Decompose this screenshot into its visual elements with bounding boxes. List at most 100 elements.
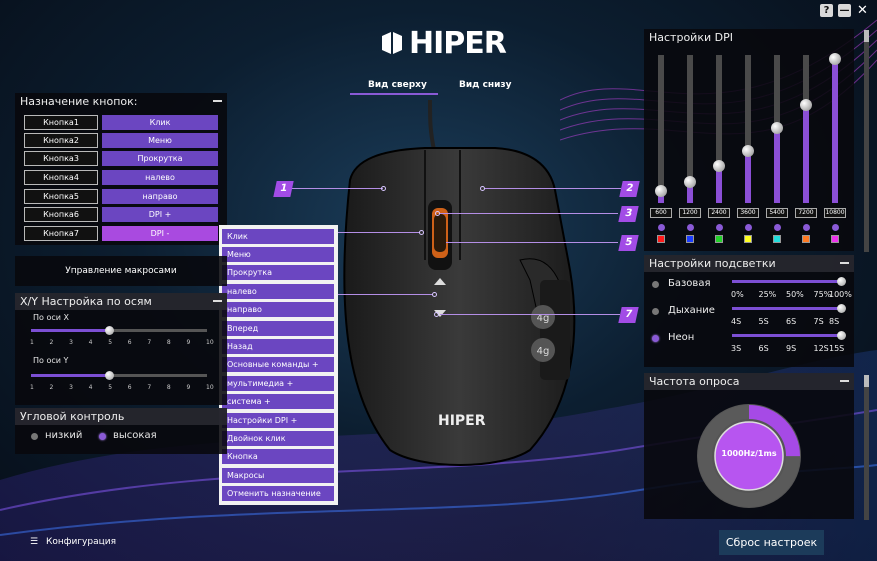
- dpi-color-swatch[interactable]: [773, 235, 781, 243]
- close-button[interactable]: ✕: [857, 3, 868, 18]
- backlight-slider[interactable]: [732, 277, 846, 287]
- tab-top-view[interactable]: Вид сверху: [368, 80, 427, 90]
- configuration-button[interactable]: ☰Конфигурация: [30, 537, 116, 547]
- slider-knob[interactable]: [837, 304, 846, 313]
- minimize-button[interactable]: —: [838, 4, 851, 17]
- polling-scrollbar[interactable]: [864, 375, 869, 520]
- menu-item[interactable]: Клик: [222, 229, 334, 244]
- dpi-select-radio[interactable]: [657, 224, 665, 231]
- dpi-slider[interactable]: [684, 55, 696, 203]
- menu-item[interactable]: Макросы: [222, 468, 334, 483]
- dpi-select-radio[interactable]: [773, 224, 781, 231]
- dpi-color-swatch[interactable]: [686, 235, 694, 243]
- dpi-slider[interactable]: [800, 55, 812, 203]
- dpi-slider-knob[interactable]: [713, 160, 725, 172]
- dpi-slider[interactable]: [713, 55, 725, 203]
- dpi-slider[interactable]: [771, 55, 783, 203]
- dpi-color-swatch[interactable]: [715, 235, 723, 243]
- dpi-color-swatch[interactable]: [831, 235, 839, 243]
- xy-settings-header: X/Y Настройка по осям: [15, 293, 227, 310]
- backlight-mode-radio[interactable]: [652, 335, 659, 342]
- scrollbar-thumb[interactable]: [864, 375, 869, 387]
- x-axis-slider[interactable]: [31, 325, 207, 337]
- dpi-slider-knob[interactable]: [742, 145, 754, 158]
- polling-rate-dial[interactable]: 1000Hz/1ms: [697, 404, 801, 508]
- menu-item[interactable]: Кнопка: [222, 449, 334, 464]
- dpi-value[interactable]: 600: [650, 208, 672, 218]
- dpi-value[interactable]: 3600: [737, 208, 759, 218]
- menu-item[interactable]: Настройки DPI +: [222, 413, 334, 428]
- menu-item[interactable]: Основные команды +: [222, 357, 334, 372]
- tick-label: 10: [206, 384, 214, 391]
- dpi-select-radio[interactable]: [744, 224, 752, 231]
- dpi-slider[interactable]: [742, 55, 754, 203]
- key-assignment-active[interactable]: DPI -: [102, 226, 218, 241]
- dpi-scrollbar[interactable]: [864, 30, 869, 252]
- backlight-slider[interactable]: [732, 304, 846, 314]
- dpi-select-radio[interactable]: [831, 224, 839, 231]
- dpi-value[interactable]: 7200: [795, 208, 817, 218]
- callout-2: 2: [619, 181, 640, 197]
- dpi-slider-knob[interactable]: [800, 99, 812, 112]
- dpi-value[interactable]: 5400: [766, 208, 788, 218]
- menu-item[interactable]: мультимедиа +: [222, 376, 334, 391]
- slider-knob[interactable]: [837, 277, 846, 286]
- key-row: Кнопка3 Прокрутка: [24, 151, 220, 166]
- tick-label: 9: [186, 384, 191, 391]
- macro-management-button[interactable]: Управление макросами: [15, 256, 227, 286]
- tab-bottom-view[interactable]: Вид снизу: [459, 80, 512, 90]
- menu-item[interactable]: Назад: [222, 339, 334, 354]
- dpi-color-swatch[interactable]: [744, 235, 752, 243]
- backlight-mode-radio[interactable]: [652, 281, 659, 288]
- dpi-select-radio[interactable]: [686, 224, 694, 231]
- dpi-color-swatch[interactable]: [657, 235, 665, 243]
- dpi-value[interactable]: 10800: [824, 208, 846, 218]
- collapse-icon[interactable]: [840, 262, 849, 264]
- dpi-slider[interactable]: [655, 55, 667, 203]
- y-axis-slider[interactable]: [31, 370, 207, 382]
- polling-rate-ring: [698, 405, 800, 507]
- scrollbar-thumb[interactable]: [864, 30, 869, 42]
- dpi-slider-knob[interactable]: [684, 176, 696, 189]
- menu-item[interactable]: Меню: [222, 247, 334, 262]
- collapse-icon[interactable]: [213, 100, 222, 102]
- menu-item[interactable]: Вперед: [222, 321, 334, 336]
- key-assignment[interactable]: Прокрутка: [102, 151, 218, 166]
- slider-knob[interactable]: [837, 331, 846, 340]
- key-assignment[interactable]: налево: [102, 170, 218, 185]
- reset-settings-button[interactable]: Сброс настроек: [719, 530, 824, 555]
- dpi-value[interactable]: 2400: [708, 208, 730, 218]
- dpi-select-radio[interactable]: [802, 224, 810, 231]
- collapse-icon[interactable]: [213, 300, 222, 302]
- brand-logo: HIPER: [379, 26, 507, 62]
- collapse-icon[interactable]: [840, 380, 849, 382]
- menu-item[interactable]: Отменить назначение: [222, 486, 334, 501]
- menu-item[interactable]: система +: [222, 394, 334, 409]
- dpi-color-swatch[interactable]: [802, 235, 810, 243]
- menu-item[interactable]: направо: [222, 302, 334, 317]
- menu-item[interactable]: налево: [222, 284, 334, 299]
- angle-high-radio[interactable]: [99, 433, 106, 440]
- slider-knob[interactable]: [105, 326, 115, 335]
- backlight-slider[interactable]: [732, 331, 846, 341]
- dpi-slider-knob[interactable]: [655, 185, 667, 198]
- slider-fill: [732, 280, 842, 283]
- dpi-slider-knob[interactable]: [829, 53, 841, 66]
- dpi-slider[interactable]: [829, 53, 841, 203]
- key-assignment[interactable]: Меню: [102, 133, 218, 148]
- help-button[interactable]: ?: [820, 4, 833, 17]
- angle-low-radio[interactable]: [31, 433, 38, 440]
- menu-item[interactable]: Прокрутка: [222, 265, 334, 280]
- key-assignment[interactable]: направо: [102, 189, 218, 204]
- backlight-mode-radio[interactable]: [652, 308, 659, 315]
- dpi-value[interactable]: 1200: [679, 208, 701, 218]
- key-assignment[interactable]: Клик: [102, 115, 218, 130]
- menu-item[interactable]: Двойнок клик: [222, 431, 334, 446]
- dpi-slider-knob[interactable]: [771, 121, 783, 134]
- dpi-select-radio[interactable]: [715, 224, 723, 231]
- slider-knob[interactable]: [105, 371, 115, 380]
- tick-label: 1: [30, 339, 34, 346]
- key-row: Кнопка6 DPI +: [24, 207, 220, 222]
- backlight-tick-label: 4S: [731, 317, 742, 326]
- key-assignment[interactable]: DPI +: [102, 207, 218, 222]
